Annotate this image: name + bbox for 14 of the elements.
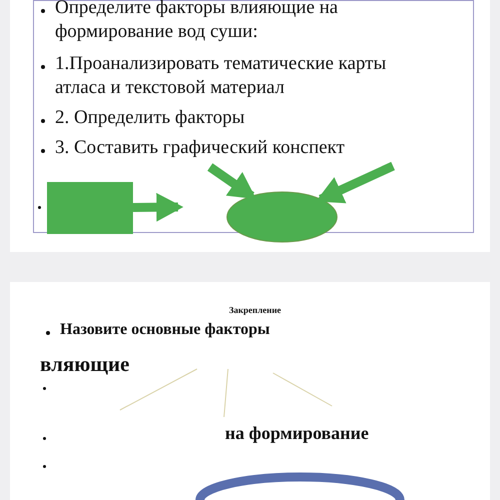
rectangle-shape <box>47 182 133 234</box>
ellipse-shape <box>226 192 338 242</box>
block-arrow <box>316 162 395 204</box>
bullet-text: 2. Определить факторы <box>55 106 246 130</box>
bullet-text: Определите факторы влияющие на формирование вод суши: <box>55 0 339 44</box>
block-arrow <box>132 192 184 222</box>
slide-title: Закрепление <box>228 305 282 317</box>
text: вляющие <box>40 351 130 378</box>
bullet-text: 3. Составить графический конспект <box>55 136 346 160</box>
text: на формирование <box>225 422 370 445</box>
bullet-text: 1.Проанализировать тематические карты атласа и текстовой материал <box>55 52 388 100</box>
ring-shape <box>196 472 404 500</box>
bullet-text: Назовите основные факторы <box>60 320 271 340</box>
block-arrow <box>207 163 256 200</box>
